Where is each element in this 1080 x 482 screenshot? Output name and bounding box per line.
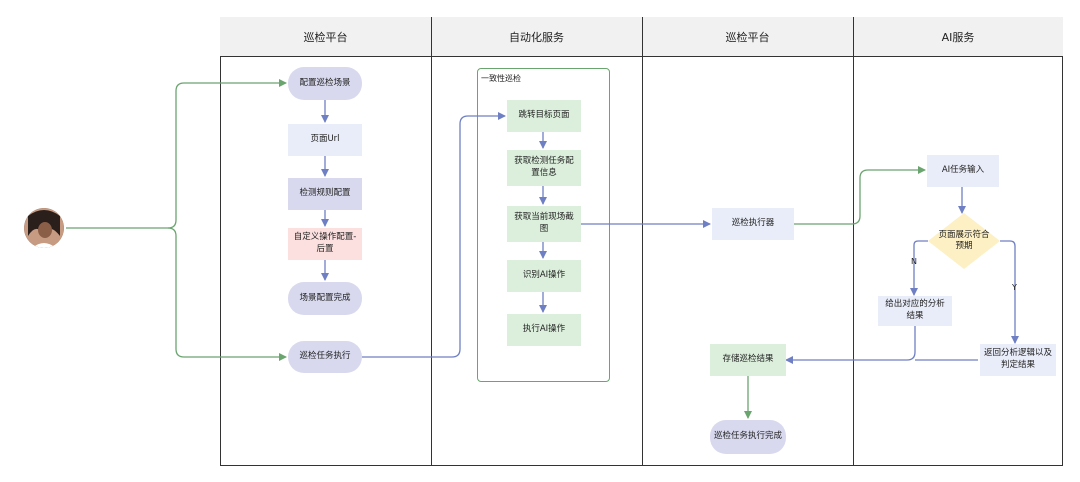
node-executor: 巡检执行器 (712, 208, 794, 240)
user-avatar-icon (24, 208, 64, 248)
node-store-result: 存储巡检结果 (710, 344, 786, 376)
edge-decision-no (910, 240, 928, 296)
node-get-config: 获取检测任务配置信息 (507, 150, 581, 186)
edge-analysis-store (785, 326, 916, 364)
node-task-done: 巡检任务执行完成 (710, 420, 786, 454)
edge-executor-ai (794, 166, 926, 225)
lane-header-ai-service: AI服务 (853, 17, 1063, 57)
lane-header-inspection-platform-2: 巡检平台 (642, 17, 853, 57)
edge-label-yes: Y (1012, 283, 1017, 292)
group-label: 一致性巡检 (481, 74, 521, 83)
node-recognize-ai: 识别AI操作 (507, 260, 581, 292)
lane-divider (431, 17, 432, 466)
node-give-analysis: 给出对应的分析结果 (878, 296, 952, 326)
edge-run-goto (362, 112, 506, 358)
node-config-scene: 配置巡检场景 (288, 67, 362, 100)
lane-divider (642, 17, 643, 466)
lane-divider (853, 17, 854, 466)
node-custom-ops: 自定义操作配置-后置 (288, 228, 362, 260)
node-return-logic: 返回分析逻辑以及判定结果 (980, 344, 1056, 376)
lane-header-automation-service: 自动化服务 (431, 17, 642, 57)
edge-decision-yes (1000, 240, 1019, 344)
node-detect-rules: 检测规则配置 (288, 178, 362, 210)
node-scene-done: 场景配置完成 (288, 282, 362, 315)
node-get-screenshot: 获取当前现场截图 (507, 206, 581, 242)
edge-user-to-config (66, 79, 287, 229)
node-ai-input: AI任务输入 (927, 155, 999, 187)
node-execute-ai: 执行AI操作 (507, 314, 581, 346)
edge-user-to-run (167, 227, 287, 361)
edge-label-no: N (911, 257, 917, 266)
consistency-inspection-group (477, 68, 610, 382)
node-page-url: 页面Url (288, 124, 362, 156)
decision-diamond (928, 213, 1000, 269)
node-goto-page: 跳转目标页面 (507, 100, 581, 132)
decision-label: 页面展示符合预期 (938, 229, 990, 251)
node-run-task: 巡检任务执行 (288, 341, 362, 373)
lane-header-inspection-platform-1: 巡检平台 (220, 17, 431, 57)
